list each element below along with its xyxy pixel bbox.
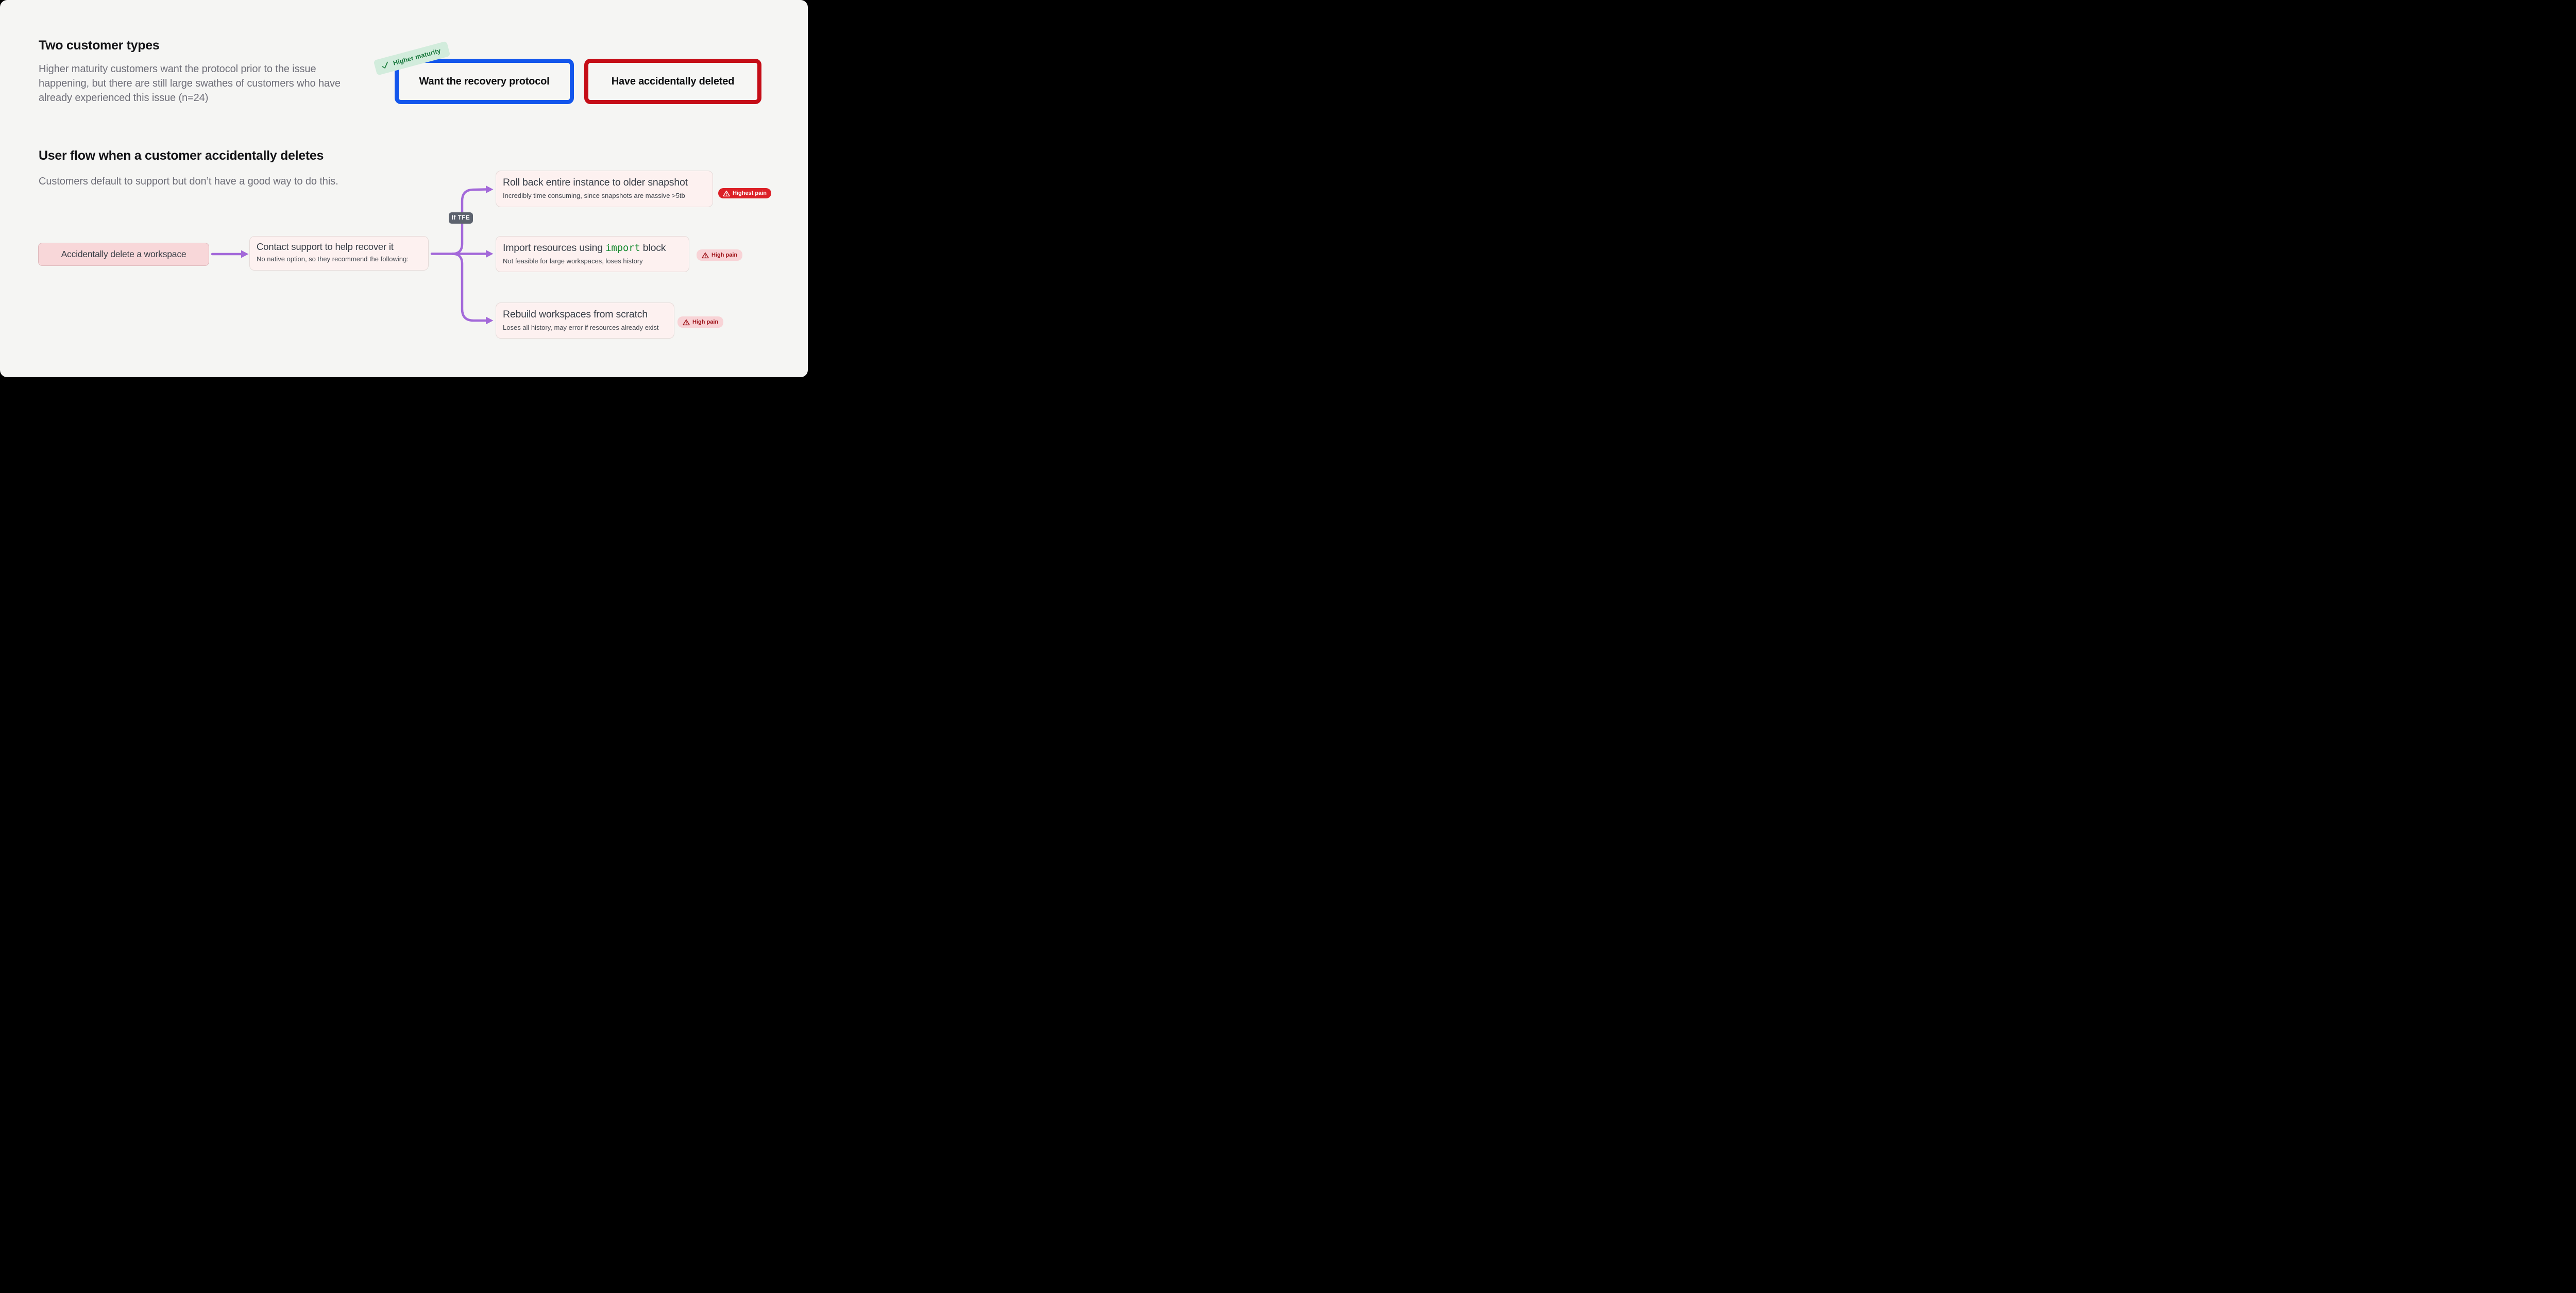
card-have-accidentally-deleted[interactable]: Have accidentally deleted [584, 59, 761, 104]
node-label: Accidentally delete a workspace [61, 249, 187, 259]
node-subtitle: Loses all history, may error if resource… [503, 324, 659, 331]
flow-heading: User flow when a customer accidentally d… [39, 148, 324, 163]
condition-chip-if-tfe[interactable]: If TFE [449, 212, 473, 224]
checkmark-icon [380, 60, 391, 71]
node-subtitle: Incredibly time consuming, since snapsho… [503, 192, 685, 199]
customers-heading: Two customer types [39, 38, 160, 53]
badge-highest-pain[interactable]: Highest pain [718, 188, 772, 198]
badge-high-pain[interactable]: High pain [697, 249, 743, 261]
higher-maturity-tag[interactable]: Higher maturity [373, 41, 451, 76]
arrowhead-icon [486, 316, 494, 325]
arrowhead-icon [486, 250, 494, 258]
warning-triangle-icon [723, 190, 730, 196]
connector-branch-bottom [451, 253, 487, 322]
node-accidentally-delete[interactable]: Accidentally delete a workspace [38, 243, 209, 266]
chip-label: If TFE [451, 215, 470, 221]
badge-label: High pain [692, 319, 719, 325]
node-roll-back-snapshot[interactable]: Roll back entire instance to older snaps… [496, 171, 713, 207]
whiteboard-canvas[interactable]: Two customer types Higher maturity custo… [0, 0, 808, 377]
card-want-recovery-protocol[interactable]: Want the recovery protocol [395, 59, 574, 104]
badge-label: Highest pain [733, 190, 767, 196]
arrowhead-icon [486, 186, 494, 193]
node-title: Rebuild workspaces from scratch [503, 309, 648, 320]
node-contact-support[interactable]: Contact support to help recover it No na… [249, 236, 429, 271]
badge-high-pain[interactable]: High pain [677, 316, 724, 328]
arrowhead-icon [241, 250, 249, 258]
card-label: Have accidentally deleted [611, 75, 735, 87]
card-label: Want the recovery protocol [419, 75, 550, 87]
warning-triangle-icon [683, 319, 690, 325]
node-rebuild-workspaces[interactable]: Rebuild workspaces from scratch Loses al… [496, 303, 674, 339]
customers-description: Higher maturity customers want the proto… [39, 63, 341, 104]
node-subtitle: Not feasible for large workspaces, loses… [503, 257, 643, 265]
node-title: Roll back entire instance to older snaps… [503, 177, 688, 188]
warning-triangle-icon [702, 252, 709, 258]
node-title: Contact support to help recover it [257, 241, 394, 252]
node-import-block[interactable]: Import resources using import block Not … [496, 236, 689, 272]
badge-label: High pain [711, 252, 738, 258]
inline-code: import [605, 242, 640, 254]
flow-description: Customers default to support but don’t h… [39, 176, 338, 187]
node-title: Import resources using import block [503, 242, 666, 254]
node-subtitle: No native option, so they recommend the … [257, 255, 409, 263]
